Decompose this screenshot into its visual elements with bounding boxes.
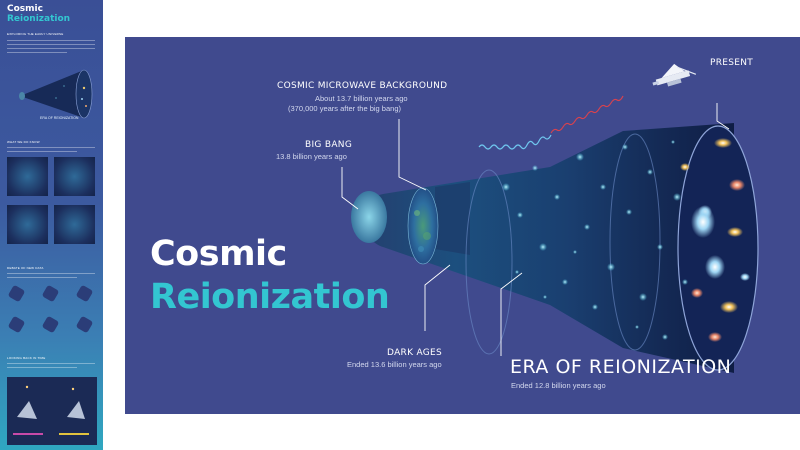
signal-wave-red — [550, 95, 624, 134]
galaxies — [680, 138, 750, 342]
poster-title-line2: Reionization — [150, 277, 390, 317]
thumbnail-text-line — [7, 147, 95, 148]
cmb-time: About 13.7 billion years ago — [315, 94, 408, 103]
cmb-note: (370,000 years after the big bang) — [288, 104, 401, 113]
thumbnail-title-line2: Reionization — [7, 14, 71, 24]
thumbnail-hex-icon — [75, 284, 94, 303]
thumbnail-cone-illustration — [19, 69, 93, 119]
thumbnail-text-line — [7, 277, 77, 278]
poster-title-line1: Cosmic — [150, 234, 287, 274]
signal-wave-blue — [478, 134, 552, 150]
leader-lines — [341, 103, 730, 356]
big-bang-time: 13.8 billion years ago — [276, 152, 347, 161]
thumbnail-bottom-panel — [7, 377, 97, 445]
thumbnail-text-line — [7, 273, 95, 274]
thumbnail-section-heading: EXPLORING THE EARLY UNIVERSE — [7, 32, 64, 36]
thumbnail-hex-icon — [41, 284, 60, 303]
thumbnail-panel-image — [7, 205, 48, 244]
big-bang-sphere — [351, 191, 387, 243]
reionization-stars — [502, 140, 688, 340]
thumbnail-panel-image — [54, 205, 95, 244]
cosmic-reionization-poster: Cosmic Reionization PRESENT COSMIC MICRO… — [125, 37, 800, 414]
thumbnail-panel-image — [54, 157, 95, 196]
dark-ages-band — [435, 182, 470, 255]
era-ring — [465, 169, 513, 355]
thumbnail-title-line1: Cosmic — [7, 4, 43, 14]
thumbnail-hex-icon — [7, 284, 26, 303]
telescope-icon — [652, 63, 697, 87]
thumbnail-section-heading: WHAT WE DO KNOW — [7, 140, 40, 144]
cmb-disc — [407, 187, 439, 265]
cmb-heading: COSMIC MICROWAVE BACKGROUND — [277, 81, 448, 91]
big-bang-heading: BIG BANG — [305, 140, 353, 150]
thumbnail-text-line — [7, 40, 95, 41]
thumbnail-text-line — [7, 367, 77, 368]
era-of-reionization-time: Ended 12.8 billion years ago — [511, 381, 606, 390]
thumbnail-section-heading: DEBATE OF NEW DATA — [7, 266, 44, 270]
era-of-reionization-heading: ERA OF REIONIZATION — [510, 356, 732, 378]
present-label: PRESENT — [710, 58, 754, 68]
thumbnail-text-line — [7, 52, 67, 53]
thumbnail-era-label: ERA OF REIONIZATION — [40, 116, 79, 120]
thumbnail-panel-image — [7, 157, 48, 196]
dark-ages-heading: DARK AGES — [387, 348, 443, 358]
thumbnail-text-line — [7, 44, 95, 45]
poster-thumbnail[interactable]: Cosmic Reionization EXPLORING THE EARLY … — [0, 0, 103, 450]
thumbnail-hex-icon — [41, 315, 60, 334]
cosmic-timeline-cone — [341, 63, 759, 373]
thumbnail-text-line — [7, 363, 95, 364]
era-ring — [609, 133, 661, 351]
thumbnail-text-line — [7, 151, 77, 152]
thumbnail-spectra-illustration — [13, 385, 89, 435]
thumbnail-text-line — [7, 48, 95, 49]
dark-ages-time: Ended 13.6 billion years ago — [347, 360, 442, 369]
thumbnail-hex-icon — [7, 315, 26, 334]
thumbnail-hex-icon — [75, 315, 94, 334]
thumbnail-section-heading: LOOKING BACK IN TIME — [7, 356, 46, 360]
